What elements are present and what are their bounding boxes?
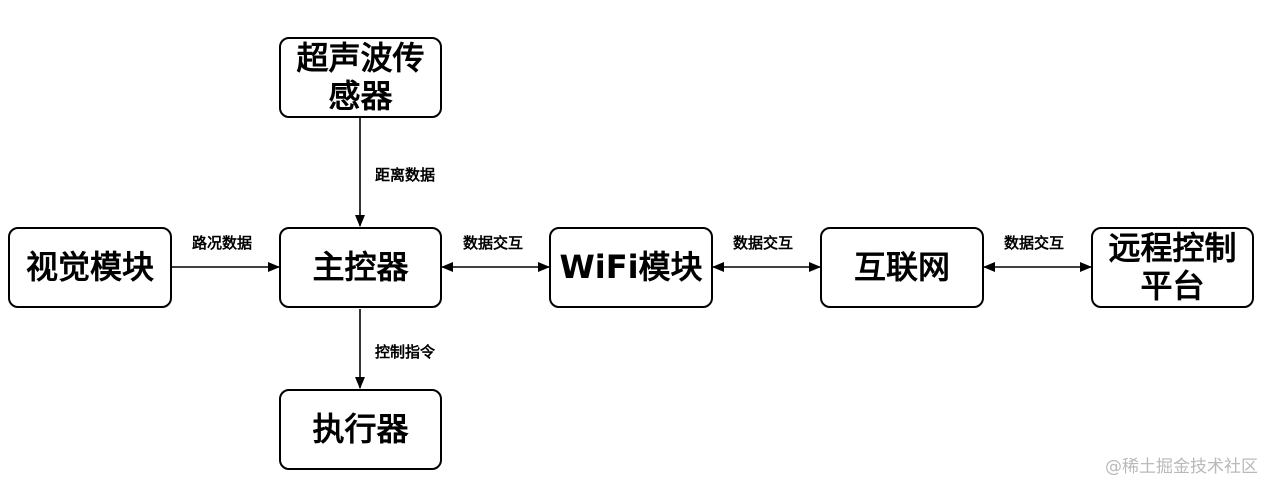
internet-label: 互联网: [853, 247, 950, 286]
main-controller-node: 主控器: [279, 227, 442, 308]
actuator-node: 执行器: [279, 389, 442, 470]
ultrasonic-sensor-label: 超声波传感器: [296, 38, 425, 115]
wifi-module-node: WiFi模块: [549, 227, 713, 308]
edge-label-control-command: 控制指令: [375, 343, 436, 361]
vision-module-label: 视觉模块: [25, 247, 154, 286]
main-controller-label: 主控器: [312, 247, 409, 286]
wifi-module-label: WiFi模块: [559, 247, 703, 286]
edge-label-controller-wifi: 数据交互: [463, 234, 524, 252]
actuator-label: 执行器: [312, 409, 409, 448]
edge-label-wifi-internet: 数据交互: [733, 234, 794, 252]
ultrasonic-sensor-node: 超声波传感器: [279, 37, 442, 118]
vision-module-node: 视觉模块: [8, 227, 172, 308]
remote-platform-label: 远程控制平台: [1108, 228, 1237, 305]
edge-label-distance-data: 距离数据: [375, 166, 436, 184]
edge-label-internet-remote: 数据交互: [1004, 234, 1065, 252]
internet-node: 互联网: [820, 227, 984, 308]
watermark-text: @稀土掘金技术社区: [1105, 457, 1258, 477]
edge-label-road-data: 路况数据: [192, 234, 253, 252]
remote-platform-node: 远程控制平台: [1091, 227, 1254, 308]
